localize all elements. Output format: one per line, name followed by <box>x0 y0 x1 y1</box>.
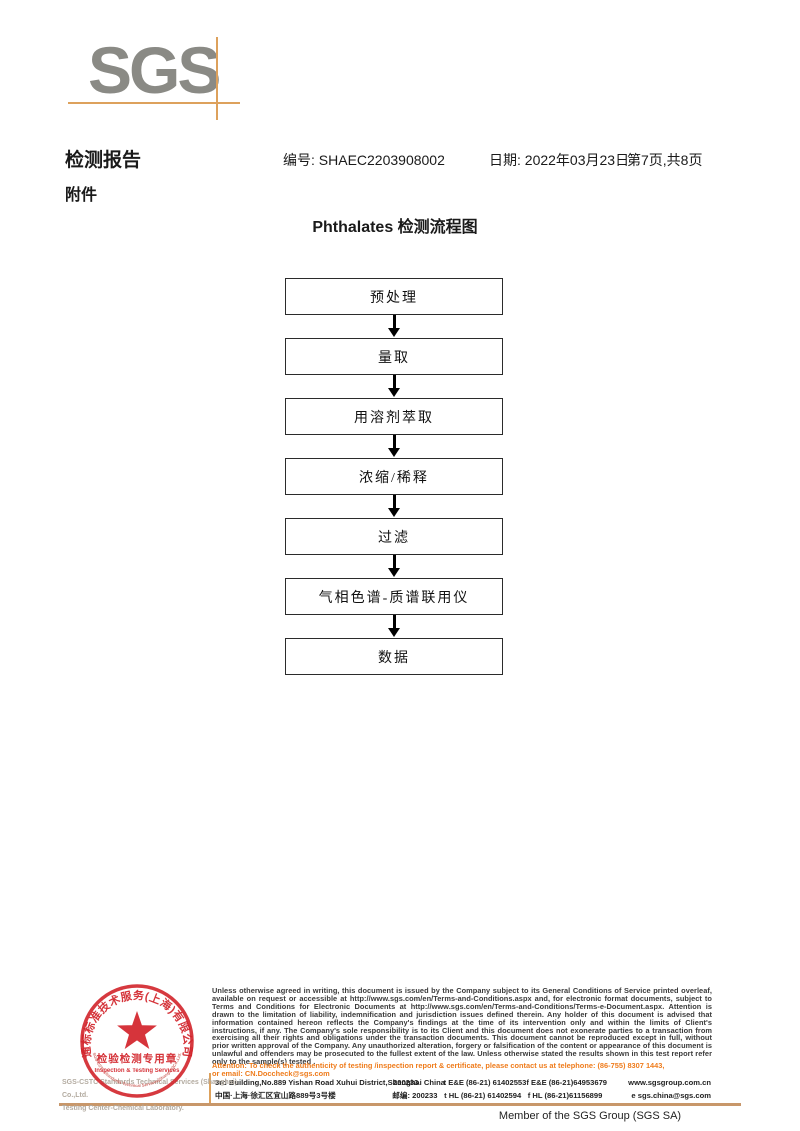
stamp-center-line2: Inspection & Testing Services <box>95 1068 181 1074</box>
legal-disclaimer: Unless otherwise agreed in writing, this… <box>212 986 712 1067</box>
address-cn: 中国·上海·徐汇区宜山路889号3号楼 <box>215 1091 336 1100</box>
page-indicator: 第7页,共8页 <box>627 152 703 168</box>
phone-cn: t HL (86-21) 61402594 <box>444 1091 522 1100</box>
address-en: 3rd Building,No.889 Yishan Road Xuhui Di… <box>215 1078 445 1087</box>
flow-step: 量取 <box>285 338 503 375</box>
flow-step: 用溶剂萃取 <box>285 398 503 435</box>
logo-crosshair-vertical <box>216 37 218 120</box>
postcode-cn: 邮编: 200233 <box>392 1091 438 1100</box>
flow-step: 浓缩/稀释 <box>285 458 503 495</box>
sgs-logo: SGS <box>88 33 221 107</box>
stamp-center-line1: 检验检测专用章 <box>97 1052 178 1065</box>
flow-arrow-icon <box>285 375 503 398</box>
address-divider <box>209 1073 211 1103</box>
fax-cn: f HL (86-21)61156899 <box>527 1091 603 1100</box>
stamp-star-icon <box>117 1011 157 1049</box>
attention-line2: or email: CN.Doccheck@sgs.com <box>212 1068 330 1078</box>
flow-step: 过滤 <box>285 518 503 555</box>
postcode-en: 200233 <box>393 1078 419 1087</box>
sgs-member-line: Member of the SGS Group (SGS SA) <box>498 1110 682 1122</box>
company-name-gray: SGS-CSTC Standards Technical Services (S… <box>62 1076 247 1115</box>
report-title: 检测报告 <box>65 150 142 171</box>
flow-step: 气相色谱-质谱联用仪 <box>285 578 503 615</box>
flowchart-title: Phthalates 检测流程图 <box>312 219 478 236</box>
email: e sgs.china@sgs.com <box>631 1091 711 1100</box>
footer-rule <box>59 1103 741 1106</box>
report-date-label: 日期: <box>489 152 521 168</box>
flow-arrow-icon <box>285 435 503 458</box>
fax-en: f E&E (86-21)64953679 <box>526 1078 608 1087</box>
flow-step: 预处理 <box>285 278 503 315</box>
attention-line1: Attention: To check the authenticity of … <box>212 1061 665 1070</box>
report-number: 编号: SHAEC2203908002 <box>283 150 445 170</box>
flow-arrow-icon <box>285 315 503 338</box>
stamp-ring <box>80 984 194 1098</box>
flow-step: 数据 <box>285 638 503 675</box>
attachment-label: 附件 <box>65 187 98 204</box>
report-number-label: 编号: <box>283 152 315 168</box>
report-date: 日期: 2022年03月23日 <box>489 150 629 170</box>
company-name-line2: Testing Center-Chemical Laboratory. <box>62 1105 184 1112</box>
address-block: 3rd Building,No.889 Yishan Road Xuhui Di… <box>215 1076 711 1102</box>
attention-notice: Attention: To check the authenticity of … <box>212 1062 712 1078</box>
logo-crosshair-horizontal <box>68 102 240 104</box>
flow-arrow-icon <box>285 615 503 638</box>
address-row-cn: 中国·上海·徐汇区宜山路889号3号楼 邮编: 200233 t HL (86-… <box>215 1089 711 1102</box>
report-date-value: 2022年03月23日 <box>524 152 630 168</box>
phone-en: t E&E (86-21) 61402553 <box>443 1078 527 1087</box>
report-number-value: SHAEC2203908002 <box>318 152 445 168</box>
website: www.sgsgroup.com.cn <box>628 1078 711 1087</box>
company-name-line1: SGS-CSTC Standards Technical Services (S… <box>62 1079 237 1099</box>
address-row-en: 3rd Building,No.889 Yishan Road Xuhui Di… <box>215 1076 711 1089</box>
flow-arrow-icon <box>285 555 503 578</box>
flowchart: 预处理量取用溶剂萃取浓缩/稀释过滤气相色谱-质谱联用仪数据 <box>285 278 503 675</box>
company-stamp: 通标标准技术服务(上海)有限公司 SGS-CSTC Standards Tech… <box>79 984 194 1098</box>
flow-arrow-icon <box>285 495 503 518</box>
